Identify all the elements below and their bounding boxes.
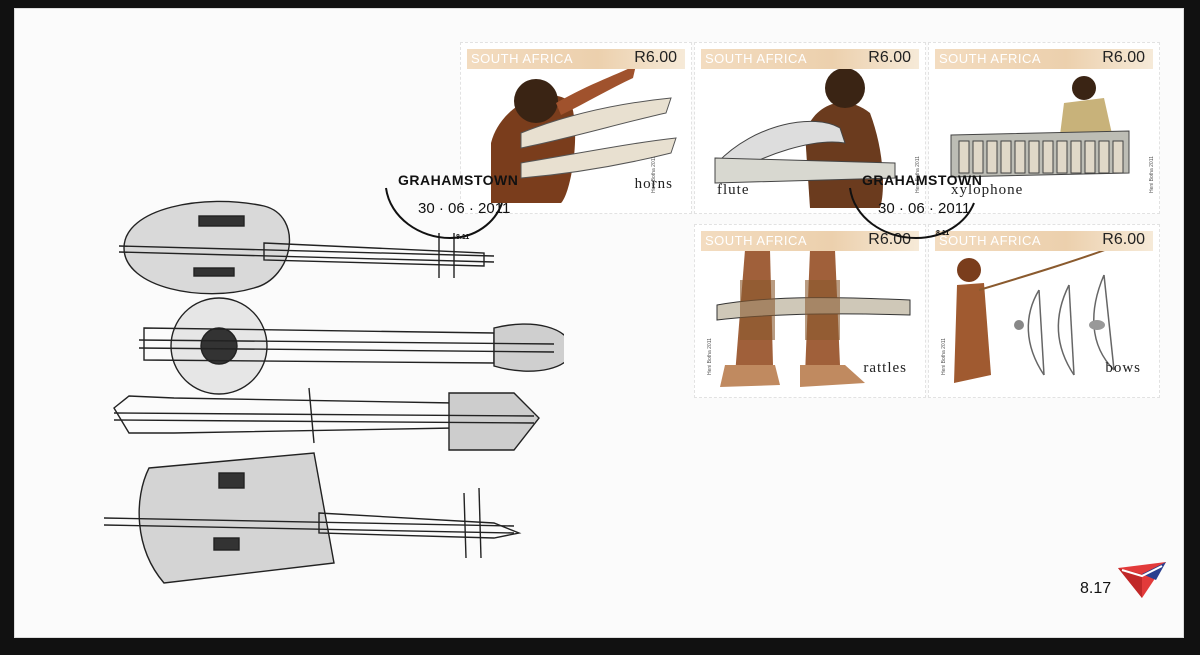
stamp-header-band (701, 49, 919, 69)
postmark-town: GRAHAMSTOWN (398, 172, 519, 188)
flute-illustration (714, 68, 896, 208)
postmark-date: 30 · 06 · 2011 (418, 200, 511, 217)
postmark: GRAHAMSTOWN 30 · 06 · 2011 8.11 (844, 158, 984, 248)
postmark-code: 8.11 (936, 230, 950, 237)
stamp-flute: SOUTH AFRICA R6.00 flute Heni Botha 2011 (694, 42, 926, 214)
stamp-xylophone: SOUTH AFRICA R6.00 xylophone Heni Botha … (928, 42, 1160, 214)
xylophone-illustration (950, 76, 1130, 178)
stamp-value: R6.00 (1102, 231, 1145, 248)
postmark: GRAHAMSTOWN 30 · 06 · 2011 8.11 (380, 158, 518, 248)
stamp-header-band (935, 49, 1153, 69)
postmark-ring (385, 187, 503, 240)
postmark-ring (849, 187, 975, 240)
stamp-name: horns (634, 176, 673, 192)
stamp-country: SOUTH AFRICA (939, 233, 1042, 248)
stamp-header-band (701, 231, 919, 251)
stamp-country: SOUTH AFRICA (939, 51, 1042, 66)
stamp-artist: Heni Botha 2011 (651, 156, 657, 193)
instruments-illustration (103, 200, 564, 584)
stamp-name: flute (717, 182, 750, 198)
stamp-header-band (467, 49, 685, 69)
postmark-town: GRAHAMSTOWN (862, 172, 983, 188)
stamp-horns: SOUTH AFRICA R6.00 horns Heni Botha 2011 (460, 42, 692, 214)
stamp-artist: Heni Botha 2011 (941, 338, 947, 375)
stamp-value: R6.00 (634, 49, 677, 66)
envelope: SOUTH AFRICA R6.00 horns Heni Botha 2011… (14, 8, 1184, 638)
series-number: 8.17 (1080, 580, 1112, 597)
horns-illustration (491, 65, 677, 203)
stamp-name: xylophone (951, 182, 1024, 198)
stamp-bows: SOUTH AFRICA R6.00 bows Heni Botha 2011 (928, 224, 1160, 398)
stamp-name: bows (1105, 360, 1141, 376)
stamp-artist: Heni Botha 2011 (1149, 156, 1155, 193)
stamp-country: SOUTH AFRICA (705, 51, 808, 66)
stamp-country: SOUTH AFRICA (471, 51, 574, 66)
stamp-value: R6.00 (868, 49, 911, 66)
stamp-name: rattles (863, 360, 907, 376)
stamp-artist: Heni Botha 2011 (707, 338, 713, 375)
postmark-code: 8.11 (456, 234, 470, 241)
postmark-date: 30 · 06 · 2011 (878, 200, 971, 217)
stamp-value: R6.00 (868, 231, 911, 248)
stamp-header-band (935, 231, 1153, 251)
stamp-rattles: SOUTH AFRICA R6.00 rattles Heni Botha 20… (694, 224, 926, 398)
rattles-illustration (716, 250, 911, 387)
stamp-value: R6.00 (1102, 49, 1145, 66)
sa-post-office-logo-icon (1118, 562, 1166, 598)
stamp-country: SOUTH AFRICA (705, 233, 808, 248)
